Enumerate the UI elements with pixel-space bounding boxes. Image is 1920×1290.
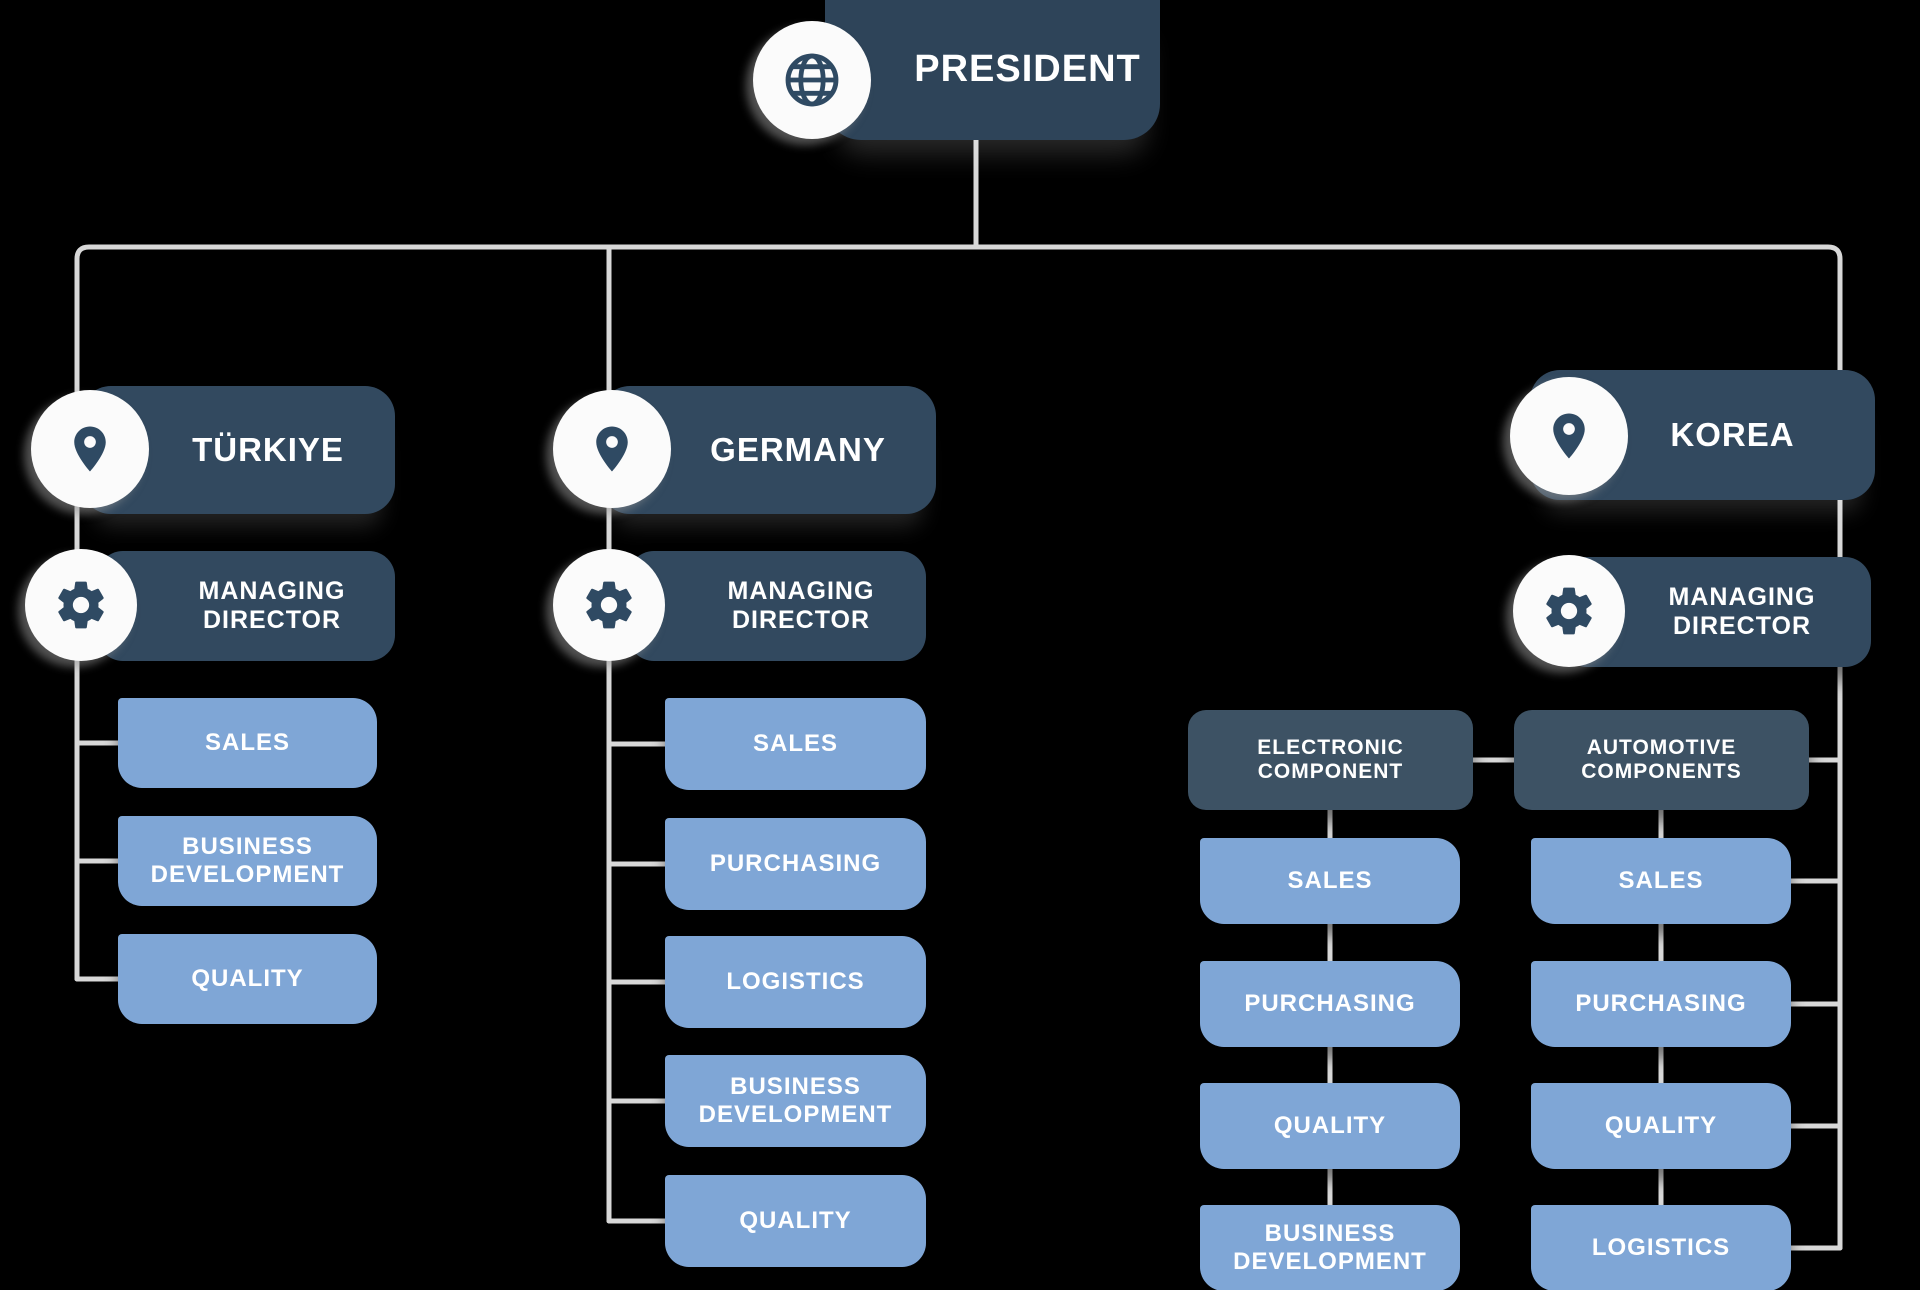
dept-box: LOGISTICS xyxy=(1531,1205,1791,1290)
division-box-automotive: AUTOMOTIVE COMPONENTS xyxy=(1514,710,1809,810)
dept-box: BUSINESS DEVELOPMENT xyxy=(665,1055,926,1147)
gear-icon xyxy=(58,581,104,629)
director-box-germany: MANAGING DIRECTOR xyxy=(628,551,926,661)
location-pin-icon xyxy=(74,426,106,472)
president-label: PRESIDENT xyxy=(914,48,1141,91)
dept-label: BUSINESS DEVELOPMENT xyxy=(1233,1220,1427,1275)
dept-box: PURCHASING xyxy=(1531,961,1791,1047)
germany-gear-circle xyxy=(553,549,665,661)
dept-label: SALES xyxy=(1618,867,1704,895)
dept-label: PURCHASING xyxy=(1575,990,1747,1018)
dept-label: BUSINESS DEVELOPMENT xyxy=(150,833,345,888)
country-box-turkiye: TÜRKIYE xyxy=(81,386,395,514)
dept-box: PURCHASING xyxy=(665,818,926,910)
dept-label: SALES xyxy=(752,730,838,758)
dept-box: QUALITY xyxy=(1200,1083,1460,1169)
gear-icon xyxy=(586,581,632,629)
dept-label: QUALITY xyxy=(191,965,304,993)
dept-box: QUALITY xyxy=(1531,1083,1791,1169)
dept-label: SALES xyxy=(1287,867,1373,895)
dept-box: SALES xyxy=(665,698,926,790)
dept-box: QUALITY xyxy=(665,1175,926,1267)
turkiye-pin-circle xyxy=(31,390,149,508)
division-box-electronic: ELECTRONIC COMPONENT xyxy=(1188,710,1473,810)
dept-box: BUSINESS DEVELOPMENT xyxy=(118,816,377,906)
dept-box: PURCHASING xyxy=(1200,961,1460,1047)
dept-box: SALES xyxy=(118,698,377,788)
dept-box: SALES xyxy=(1531,838,1791,924)
dept-box: QUALITY xyxy=(118,934,377,1024)
dept-label: QUALITY xyxy=(739,1207,852,1235)
division-label: AUTOMOTIVE COMPONENTS xyxy=(1581,735,1742,783)
turkiye-gear-circle xyxy=(25,549,137,661)
korea-gear-circle xyxy=(1513,555,1625,667)
director-label: MANAGING DIRECTOR xyxy=(1668,583,1816,640)
germany-pin-circle xyxy=(553,390,671,508)
director-box-turkiye: MANAGING DIRECTOR xyxy=(97,551,395,661)
president-icon-circle xyxy=(753,21,871,139)
division-label: ELECTRONIC COMPONENT xyxy=(1257,735,1404,783)
dept-label: SALES xyxy=(204,729,290,757)
dept-label: LOGISTICS xyxy=(1591,1234,1731,1262)
dept-label: BUSINESS DEVELOPMENT xyxy=(698,1073,893,1128)
dept-label: PURCHASING xyxy=(1244,990,1416,1018)
dept-label: PURCHASING xyxy=(709,850,882,878)
country-label: KOREA xyxy=(1670,416,1795,454)
dept-label: LOGISTICS xyxy=(726,968,865,996)
director-label: MANAGING DIRECTOR xyxy=(727,577,875,634)
dept-box: LOGISTICS xyxy=(665,936,926,1028)
dept-box: SALES xyxy=(1200,838,1460,924)
dept-label: QUALITY xyxy=(1273,1112,1387,1140)
country-label: TÜRKIYE xyxy=(192,431,344,469)
dept-label: QUALITY xyxy=(1604,1112,1718,1140)
location-pin-icon xyxy=(1553,413,1585,459)
korea-pin-circle xyxy=(1510,377,1628,495)
director-label: MANAGING DIRECTOR xyxy=(198,577,346,634)
president-box: PRESIDENT xyxy=(825,0,1160,140)
country-label: GERMANY xyxy=(710,431,886,469)
dept-box: BUSINESS DEVELOPMENT xyxy=(1200,1205,1460,1290)
gear-icon xyxy=(1546,587,1592,635)
globe-icon xyxy=(785,53,839,107)
location-pin-icon xyxy=(596,426,628,472)
